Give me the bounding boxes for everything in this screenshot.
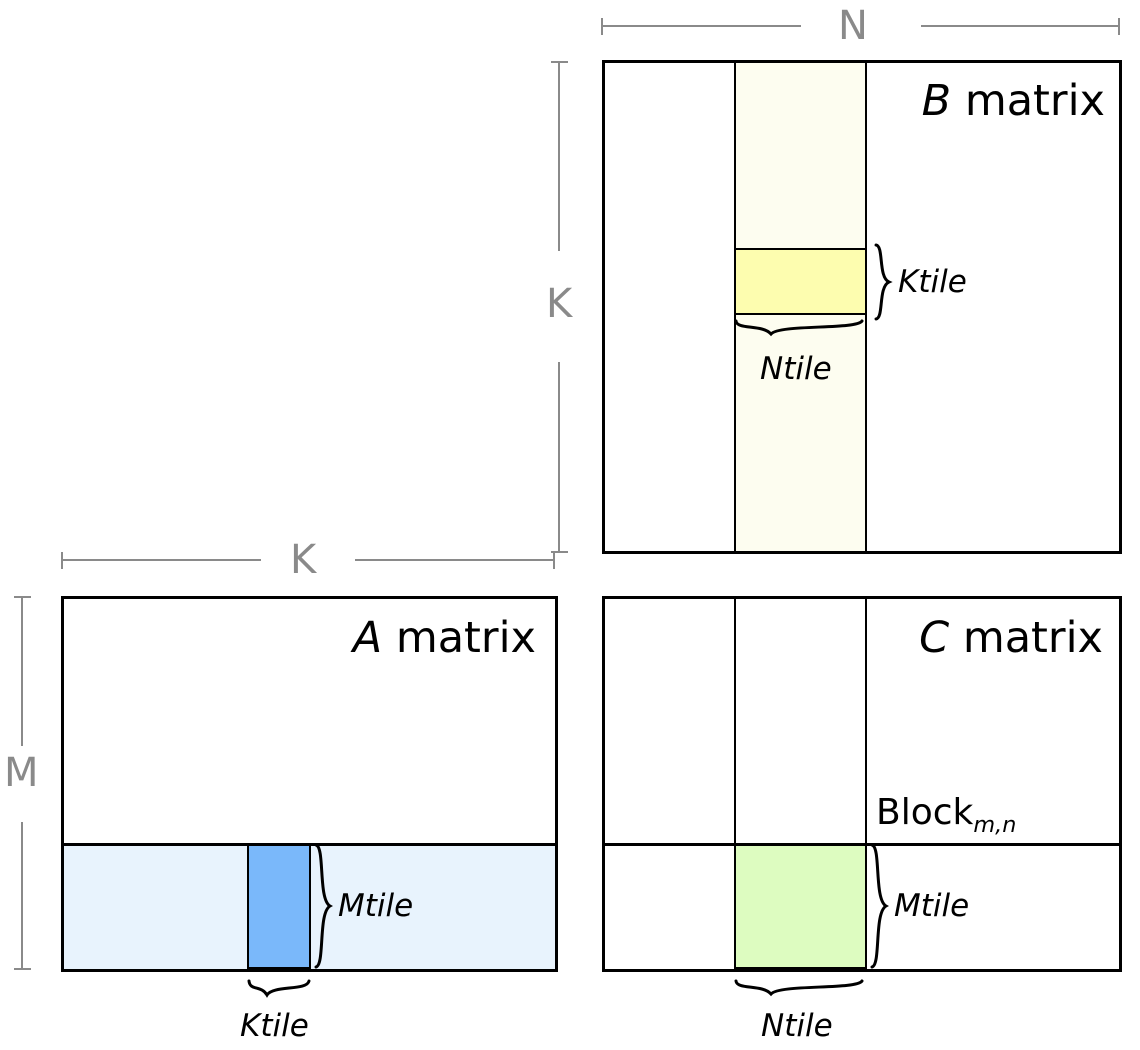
matrix-b-ktile-label: Ktile <box>898 264 967 300</box>
matrix-b-suffix: matrix <box>951 76 1105 126</box>
matrix-c-ntile-brace <box>734 979 864 997</box>
n-dimension-line-right <box>921 25 1120 27</box>
k-horizontal-dimension-line-left <box>61 559 261 561</box>
m-dimension-bottom-cap <box>14 968 31 970</box>
matrix-a-ktile-brace <box>247 979 311 998</box>
matrix-b-label: B matrix <box>922 80 1105 123</box>
k-horizontal-dimension-right-cap <box>553 552 555 569</box>
matrix-c-tile <box>734 844 867 969</box>
n-dimension-label: N <box>838 3 868 49</box>
k-vertical-dimension-line-top <box>558 61 560 251</box>
matrix-a-name: A <box>352 613 383 663</box>
matrix-c-block-text: Block <box>876 792 974 833</box>
matrix-c-block-label: Blockm,n <box>876 795 1016 837</box>
matrix-c-block-subscript: m,n <box>973 812 1017 839</box>
matrix-c-mtile-label: Mtile <box>894 888 970 924</box>
k-vertical-dimension-label: K <box>546 281 573 327</box>
matrix-b-ntile-label: Ntile <box>760 351 832 387</box>
k-vertical-dimension-bottom-cap <box>551 551 568 553</box>
m-dimension-label: M <box>4 750 39 796</box>
matrix-a-tile <box>247 844 311 969</box>
matrix-b-name: B <box>921 76 952 126</box>
matrix-b-ktile-brace <box>874 243 893 321</box>
k-horizontal-dimension-label: K <box>290 537 317 583</box>
matrix-c-divider-left <box>734 599 736 969</box>
k-vertical-dimension-line-bottom <box>558 362 560 553</box>
m-dimension-line-bottom <box>21 822 23 970</box>
k-horizontal-dimension-line-right <box>355 559 555 561</box>
matrix-b: B matrix <box>602 60 1122 554</box>
matrix-c: C matrix Blockm,n <box>602 596 1122 972</box>
matrix-c-name: C <box>919 613 950 663</box>
m-dimension-line-top <box>21 596 23 746</box>
matrix-a-suffix: matrix <box>382 613 536 663</box>
n-dimension-line-left <box>601 25 801 27</box>
matrix-a-mtile-label: Mtile <box>338 888 414 924</box>
n-dimension-right-cap <box>1118 18 1120 35</box>
matrix-c-label: C matrix <box>919 617 1103 660</box>
matrix-b-tile <box>734 248 867 315</box>
matrix-c-suffix: matrix <box>949 613 1103 663</box>
matrix-a-mtile-brace <box>314 843 333 969</box>
matrix-c-mtile-brace <box>870 843 889 969</box>
matrix-a-label: A matrix <box>353 617 536 660</box>
matrix-c-divider-right <box>865 599 867 969</box>
matrix-c-ntile-label: Ntile <box>761 1008 833 1044</box>
matrix-a: A matrix <box>61 596 558 972</box>
matrix-a-ktile-label: Ktile <box>240 1008 309 1044</box>
matrix-b-ntile-brace <box>734 319 864 337</box>
